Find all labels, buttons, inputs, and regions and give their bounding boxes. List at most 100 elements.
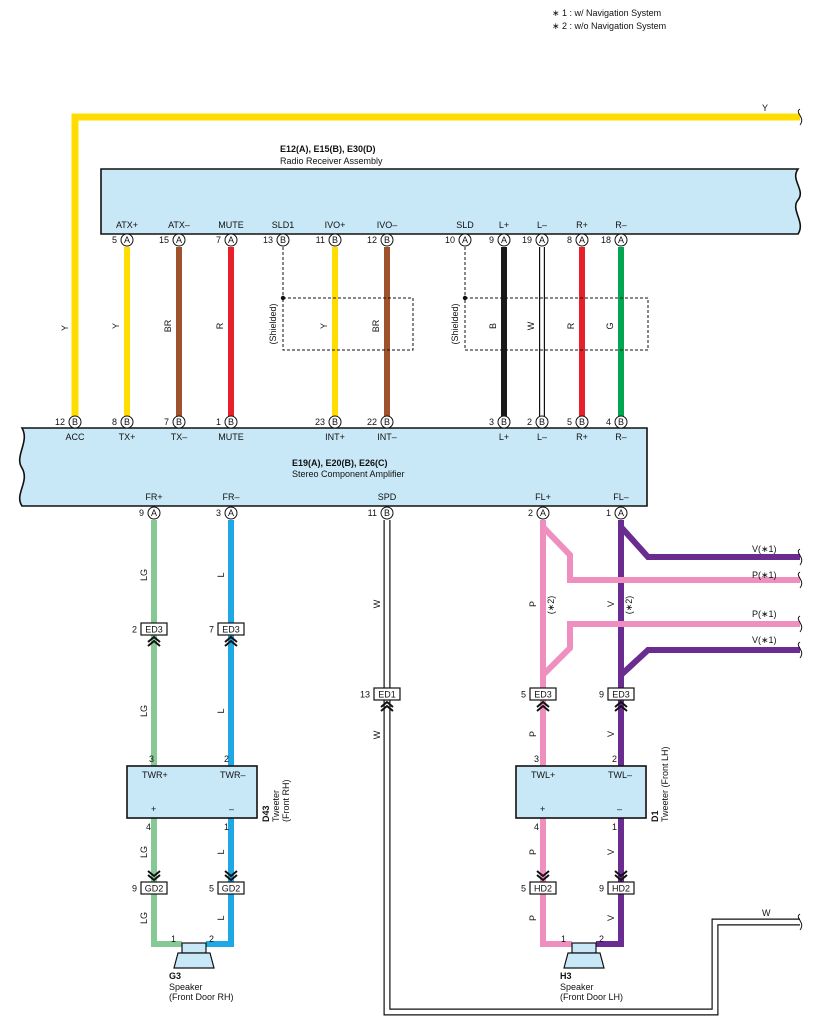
wire-fl-plus (540, 520, 572, 947)
amp-bot-pin-1 (224, 506, 238, 520)
amp-top-pin-8-letter: B (579, 417, 585, 427)
speaker-lh-magnet (571, 942, 597, 954)
radio-pin-name-1: ATX– (168, 220, 190, 230)
radio-pin-name-4: IVO+ (325, 220, 346, 230)
amp-title: E19(A), E20(B), E26(C) (292, 458, 388, 468)
junction-hd2-b-chev-0 (614, 874, 628, 882)
tweeter-front-lh: TWL+ TWL– + – 3 2 4 1 D1 Tweeter (Front … (515, 746, 670, 832)
amp-top-pin-1 (120, 415, 134, 429)
radio-pin-num-2: 7 (216, 235, 221, 245)
wire-label-8: W (526, 321, 536, 330)
radio-pin-num-6: 10 (445, 235, 455, 245)
speaker-front-door-rh: 1 2 G3 Speaker (Front Door RH) (169, 934, 234, 1002)
wire-v1-top (618, 524, 800, 560)
junction-ed3-l2-pin: 9 (599, 690, 604, 700)
nav-note-1: (∗2) (546, 596, 556, 615)
shield-audio (464, 297, 649, 351)
wire-fr-minus (206, 520, 234, 947)
radio-title: E12(A), E15(B), E30(D) (280, 144, 376, 154)
junction-hd2-a-name: HD2 (534, 884, 552, 894)
speaker-lh-code: H3 (560, 971, 572, 981)
radio-pin-name-8: L– (537, 220, 547, 230)
lbl-w-2: W (372, 730, 382, 739)
amp-top-num-0: 12 (55, 417, 65, 427)
amp-top-pin-9 (614, 415, 628, 429)
junction-gd2-b-name: GD2 (222, 884, 241, 894)
junction-gd2-a-chev-0 (147, 874, 161, 882)
radio-pin-name-3: SLD1 (272, 220, 295, 230)
amp-top-name-2: TX– (171, 432, 188, 442)
speaker-lh-pin1: 1 (561, 934, 566, 944)
shield-dot-1 (280, 295, 286, 301)
amp-top-name-3: MUTE (218, 432, 244, 442)
lbl-v-3: V (606, 849, 616, 855)
twl-plus: TWL+ (531, 770, 555, 780)
wire-label-acc: Y (60, 325, 70, 331)
edge-label-v1b: V(∗1) (752, 635, 777, 645)
twl-minus: TWL– (608, 770, 632, 780)
wire-end-mark-4 (797, 641, 803, 659)
junction-hd2-a-chev-1 (536, 870, 550, 878)
wire-label-0: Y (111, 323, 121, 329)
radio-pin-4-letter: B (332, 235, 338, 245)
twr-sign-plus: + (151, 804, 156, 814)
radio-pin-num-1: 15 (159, 235, 169, 245)
wire-v1-bot (618, 647, 800, 678)
twl-sign-plus: + (540, 804, 545, 814)
speaker-rh-loc: (Front Door RH) (169, 992, 234, 1002)
wires-layer (71, 113, 800, 1016)
amp-bot-num-4: 1 (606, 508, 611, 518)
amp-subtitle: Stereo Component Amplifier (292, 469, 405, 479)
twl-name: Tweeter (Front LH) (660, 746, 670, 822)
lbl-l-2: L (216, 708, 226, 713)
radio-receiver-assembly: E12(A), E15(B), E30(D) Radio Receiver As… (100, 144, 802, 235)
amp-top-pin-2-letter: B (176, 417, 182, 427)
wire-label-5: BR (371, 319, 381, 332)
twl-pin-top-minus: 2 (612, 754, 617, 764)
twl-code: D1 (650, 810, 660, 822)
junction-hd2-b (607, 881, 635, 895)
edge-label-y-top: Y (762, 103, 768, 113)
lbl-p-3: P (528, 849, 538, 855)
lbl-lg-2: LG (139, 705, 149, 717)
junction-hd2-b-pin: 9 (599, 884, 604, 894)
radio-pin-8-letter: A (539, 235, 545, 245)
radio-pin-9-letter: A (579, 235, 585, 245)
junction-ed1-name: ED1 (378, 690, 396, 700)
amp-top-pin-5 (380, 415, 394, 429)
junction-ed3-r1-pin: 2 (132, 625, 137, 635)
amp-bot-num-3: 2 (528, 508, 533, 518)
radio-pin-1 (172, 233, 186, 247)
radio-pin-name-10: R– (615, 220, 627, 230)
junction-ed3-r1-name: ED3 (145, 625, 163, 635)
junction-ed1-chev-1 (380, 704, 394, 712)
note-no-nav: ∗ 2 : w/o Navigation System (552, 21, 666, 31)
junction-ed3-r2-name: ED3 (222, 625, 240, 635)
amp-bot-pin-3-letter: A (540, 508, 546, 518)
twl-pin-bot-minus: 1 (612, 822, 617, 832)
amp-top-name-8: R+ (576, 432, 588, 442)
radio-pin-name-5: IVO– (377, 220, 398, 230)
lbl-p-4: P (528, 915, 538, 921)
junction-ed3-l1-chev-1 (536, 704, 550, 712)
amp-bot-name-0: FR+ (145, 492, 162, 502)
speaker-rh-cone (173, 952, 215, 969)
amp-bot-name-3: FL+ (535, 492, 551, 502)
amp-top-pin-5-letter: B (384, 417, 390, 427)
radio-pin-4 (328, 233, 342, 247)
junction-gd2-a (140, 881, 168, 895)
amp-bot-pin-2 (380, 506, 394, 520)
amp-bot-name-2: SPD (378, 492, 397, 502)
lbl-l-3: L (216, 849, 226, 854)
shielded-label-1: (Shielded) (268, 303, 278, 344)
radio-pin-num-10: 18 (601, 235, 611, 245)
amp-bot-pin-4 (614, 506, 628, 520)
lbl-p-1: P (528, 601, 538, 607)
edge-label-p1b: P(∗1) (752, 609, 777, 619)
amp-top-num-1: 8 (112, 417, 117, 427)
junction-ed3-r2-pin: 7 (209, 625, 214, 635)
lbl-v-4: V (606, 915, 616, 921)
lbl-p-2: P (528, 731, 538, 737)
